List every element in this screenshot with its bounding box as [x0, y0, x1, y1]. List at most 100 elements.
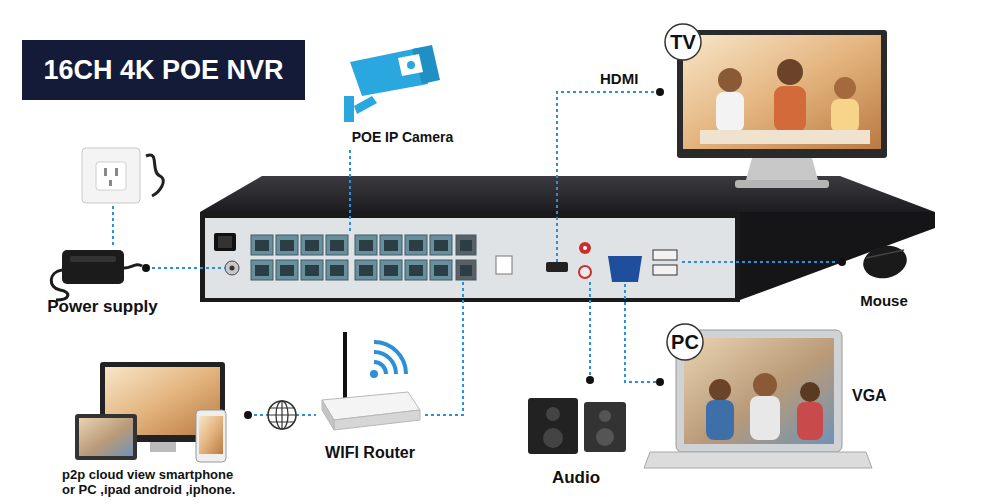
port-socket	[359, 265, 373, 276]
globe-outline	[268, 401, 296, 429]
vga-wire	[625, 284, 660, 382]
tv-screen	[683, 35, 881, 149]
lan-wire	[424, 282, 463, 415]
device-node: TV	[664, 22, 890, 192]
port-socket	[305, 265, 319, 276]
port-shell	[405, 260, 427, 280]
port-socket	[359, 240, 373, 251]
device-label: PC	[671, 330, 699, 354]
label-circle	[667, 324, 703, 360]
audio-wire	[589, 282, 591, 378]
laptop-base	[644, 452, 872, 468]
wire-dot	[656, 88, 664, 96]
port-shell	[276, 260, 298, 280]
rca-center	[583, 246, 587, 250]
camera-arm	[354, 96, 377, 114]
wire-dot	[656, 378, 664, 386]
rj45-port	[251, 260, 273, 280]
wire-dot	[142, 264, 150, 272]
port-shell	[380, 235, 402, 255]
vga-port	[608, 256, 642, 282]
label-box: Power supply	[35, 297, 170, 317]
rj45-port	[405, 235, 427, 255]
speaker-box	[528, 398, 578, 454]
port-shell	[380, 260, 402, 280]
speaker-cone	[599, 410, 611, 422]
port-shell	[251, 260, 273, 280]
port-shell	[355, 235, 377, 255]
mouse-body	[860, 242, 910, 282]
device-label: p2p cloud view smartphone or PC ,ipad an…	[62, 467, 244, 498]
port-shell	[251, 235, 273, 255]
port-socket	[460, 265, 472, 276]
nvr-front-frame	[200, 212, 740, 302]
socket-hole	[115, 168, 118, 176]
rj45-port	[355, 235, 377, 255]
tv-figure	[831, 99, 859, 133]
laptop-figure	[709, 379, 731, 401]
mouse-button-line	[866, 250, 904, 258]
tv-base	[735, 180, 829, 188]
rj45-port	[355, 260, 377, 280]
power-switch	[214, 233, 236, 251]
rca-jack	[579, 266, 591, 278]
rj45-port	[456, 260, 476, 280]
camera-body	[350, 48, 428, 96]
camera-lens	[407, 61, 415, 69]
client-devices	[75, 362, 226, 462]
hdmi-wire	[557, 92, 660, 262]
globe-grid	[268, 401, 296, 429]
port-socket	[280, 240, 294, 251]
wall-socket	[82, 148, 163, 203]
adapter-ridge	[70, 256, 116, 262]
small-port	[496, 256, 512, 274]
device-label: WIFI Router	[325, 443, 415, 462]
dc-jack	[225, 261, 239, 275]
port-socket	[460, 240, 472, 251]
rj45-port	[326, 260, 348, 280]
label-box: TV	[669, 30, 697, 54]
rj45-port	[326, 235, 348, 255]
label-box: p2p cloud view smartphone or PC ,ipad an…	[62, 467, 248, 498]
rj45-port	[430, 260, 452, 280]
mouse-wire	[682, 261, 842, 263]
nvr-top	[200, 176, 935, 212]
connector-dot	[244, 411, 252, 419]
dotted-wires	[113, 92, 842, 415]
rj45-port	[405, 260, 427, 280]
device-label: TV	[670, 30, 696, 54]
port-socket	[255, 240, 269, 251]
port-socket	[384, 240, 398, 251]
client-phone-screen	[199, 416, 223, 454]
rj45-port	[276, 260, 298, 280]
wire-dot	[586, 376, 594, 384]
title-banner: 16CH 4K POE NVR	[22, 40, 305, 100]
tv-monitor	[677, 30, 887, 188]
port-shell	[301, 235, 323, 255]
nvr-recorder	[200, 176, 935, 302]
title-text: 16CH 4K POE NVR	[43, 55, 283, 86]
port-shell	[326, 260, 348, 280]
rj45-port	[251, 235, 273, 255]
socket-hole	[104, 168, 107, 176]
device-label: Power supply	[47, 297, 158, 317]
wifi-dot	[370, 370, 378, 378]
port-socket	[434, 265, 448, 276]
socket-plate	[82, 148, 140, 203]
port-shell	[301, 260, 323, 280]
wire-dots	[142, 88, 846, 386]
power-cord	[146, 155, 163, 196]
speaker-cone	[543, 428, 563, 448]
laptop-figure	[800, 382, 820, 402]
rj45-port	[301, 260, 323, 280]
tv-figure	[834, 77, 856, 99]
router-icon	[322, 332, 420, 430]
port-socket	[434, 240, 448, 251]
wifi-arc	[374, 362, 386, 374]
device-node: p2p cloud view smartphone or PC ,ipad an…	[60, 358, 248, 498]
port-shell	[430, 235, 452, 255]
port-socket	[409, 265, 423, 276]
port-socket	[305, 240, 319, 251]
